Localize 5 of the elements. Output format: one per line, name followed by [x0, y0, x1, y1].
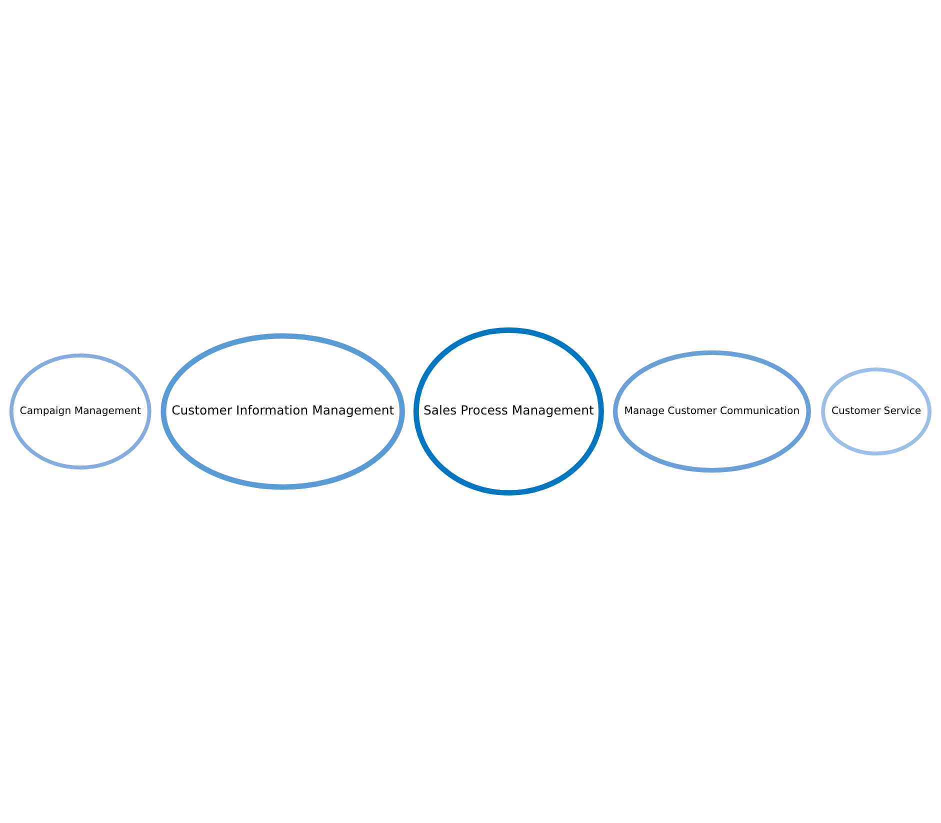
node-ellipse: Sales Process Management	[413, 327, 604, 496]
node-ellipse: Manage Customer Communication	[612, 350, 811, 473]
node-ellipse: Customer Service	[821, 368, 932, 456]
node-ellipse: Customer Information Management	[160, 333, 405, 490]
node-ellipse: Campaign Management	[9, 353, 152, 470]
